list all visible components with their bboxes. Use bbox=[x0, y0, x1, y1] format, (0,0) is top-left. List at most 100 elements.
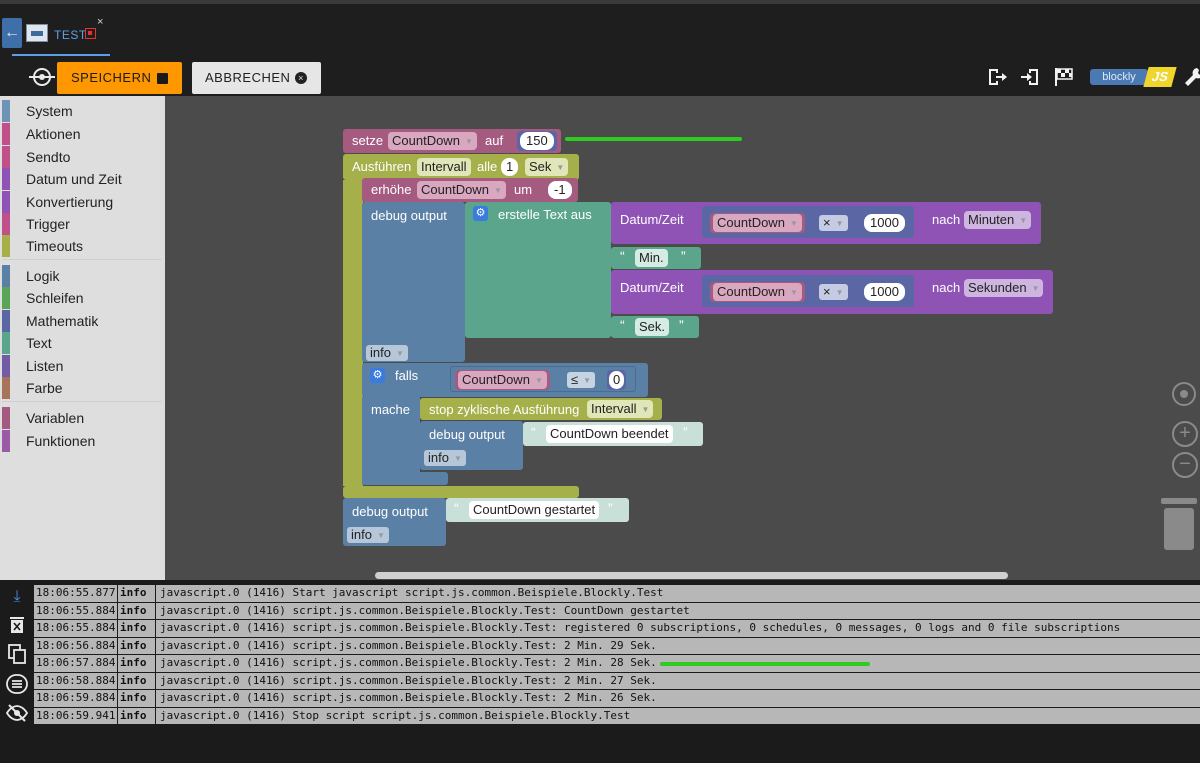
category-farbe[interactable]: Farbe bbox=[0, 377, 165, 399]
block-label: erstelle Text aus bbox=[498, 207, 592, 222]
quote-close-icon: ” bbox=[608, 500, 613, 516]
log-time: 18:06:57.884 bbox=[36, 656, 116, 669]
increment-block[interactable]: erhöhe CountDown▼ um -1 bbox=[362, 178, 578, 202]
log-level-dropdown[interactable]: info▼ bbox=[424, 450, 466, 466]
category-system[interactable]: System bbox=[0, 100, 165, 122]
debug-output-block[interactable]: debug output info▼ bbox=[343, 498, 446, 546]
text-block[interactable]: “ CountDown beendet ” bbox=[523, 422, 703, 446]
text-field[interactable]: CountDown gestartet bbox=[469, 501, 600, 519]
category-logik[interactable]: Logik bbox=[0, 265, 165, 287]
cancel-button-label: ABBRECHEN bbox=[205, 70, 291, 85]
compare-block[interactable]: CountDown▼ ≤▼ 0 bbox=[450, 366, 636, 392]
datetime-format-block[interactable]: Datum/Zeit CountDown▼ ×▼ 1000 nach Sekun… bbox=[611, 270, 1053, 314]
if-block-foot bbox=[362, 472, 448, 485]
datetime-format-block[interactable]: Datum/Zeit CountDown▼ ×▼ 1000 nach Minut… bbox=[611, 202, 1041, 244]
category-text[interactable]: Text bbox=[0, 332, 165, 354]
log-level: info bbox=[120, 638, 147, 652]
interval-name-field[interactable]: Intervall bbox=[417, 158, 471, 176]
locate-icon[interactable] bbox=[29, 68, 55, 86]
stop-script-icon[interactable] bbox=[85, 28, 96, 39]
operator-dropdown[interactable]: ×▼ bbox=[819, 284, 848, 300]
number-block[interactable]: 0 bbox=[607, 370, 627, 390]
number-block[interactable]: 150 bbox=[517, 131, 557, 151]
recenter-icon[interactable] bbox=[1172, 382, 1196, 406]
tab-script-label[interactable]: TEST bbox=[54, 28, 87, 42]
text-field[interactable]: Min. bbox=[635, 249, 668, 267]
operator-dropdown[interactable]: ×▼ bbox=[819, 215, 848, 231]
save-button[interactable]: SPEICHERN bbox=[57, 62, 182, 94]
interval-unit-dropdown[interactable]: Sek▼ bbox=[525, 158, 569, 176]
gear-icon[interactable]: ⚙ bbox=[370, 368, 385, 383]
copy-icon[interactable] bbox=[6, 644, 28, 666]
if-block[interactable]: ⚙ falls CountDown▼ ≤▼ 0 bbox=[362, 363, 648, 397]
category-mathematik[interactable]: Mathematik bbox=[0, 310, 165, 332]
variable-getter[interactable]: CountDown▼ bbox=[455, 370, 550, 390]
category-label: Datum und Zeit bbox=[26, 171, 122, 187]
stop-interval-block[interactable]: stop zyklische Ausführung Intervall▼ bbox=[420, 398, 662, 420]
import-icon[interactable] bbox=[1019, 66, 1041, 88]
number-field[interactable]: -1 bbox=[548, 181, 572, 199]
category-timeouts[interactable]: Timeouts bbox=[0, 235, 165, 257]
blockly-workspace[interactable]: setze CountDown▼ auf 150 Ausführen Inter… bbox=[165, 96, 1200, 580]
debug-output-block[interactable]: debug output info▼ bbox=[420, 421, 523, 470]
category-trigger[interactable]: Trigger bbox=[0, 213, 165, 235]
table-view-icon[interactable] bbox=[6, 674, 28, 696]
text-field[interactable]: CountDown beendet bbox=[546, 425, 673, 443]
cancel-button[interactable]: ABBRECHEN × bbox=[192, 62, 321, 94]
log-message: javascript.0 (1416) script.js.common.Bei… bbox=[160, 603, 690, 617]
log-level: info bbox=[120, 673, 147, 687]
checkered-flag-icon[interactable] bbox=[1052, 66, 1074, 88]
category-aktionen[interactable]: Aktionen bbox=[0, 123, 165, 145]
variable-getter[interactable]: CountDown▼ bbox=[710, 213, 805, 233]
create-text-block[interactable]: ⚙ erstelle Text aus bbox=[465, 202, 611, 338]
category-konvertierung[interactable]: Konvertierung bbox=[0, 191, 165, 213]
gear-icon[interactable]: ⚙ bbox=[473, 206, 488, 221]
number-field[interactable]: 150 bbox=[520, 132, 554, 150]
interval-block[interactable]: Ausführen Intervall alle 1 Sek▼ bbox=[343, 154, 579, 180]
log-level-dropdown[interactable]: info▼ bbox=[366, 345, 408, 361]
category-datum-und-zeit[interactable]: Datum und Zeit bbox=[0, 168, 165, 190]
variable-dropdown[interactable]: CountDown▼ bbox=[388, 132, 477, 150]
debug-output-block[interactable]: debug output info▼ bbox=[362, 202, 465, 362]
category-label: Logik bbox=[26, 268, 60, 284]
category-listen[interactable]: Listen bbox=[0, 355, 165, 377]
scroll-down-icon[interactable]: ⤓ bbox=[13, 588, 21, 605]
set-variable-block[interactable]: setze CountDown▼ auf 150 bbox=[343, 129, 561, 153]
back-arrow-icon[interactable]: ← bbox=[2, 18, 22, 48]
category-sendto[interactable]: Sendto bbox=[0, 146, 165, 168]
number-field[interactable]: 1000 bbox=[864, 214, 905, 232]
interval-number-field[interactable]: 1 bbox=[501, 158, 519, 176]
horizontal-scrollbar[interactable] bbox=[375, 572, 1008, 579]
block-label: auf bbox=[485, 133, 504, 148]
log-level: info bbox=[120, 691, 147, 704]
category-variablen[interactable]: Variablen bbox=[0, 407, 165, 429]
unit-dropdown[interactable]: Minuten▼ bbox=[964, 211, 1032, 229]
multiply-block[interactable]: CountDown▼ ×▼ 1000 bbox=[702, 275, 914, 307]
unit-dropdown[interactable]: Sekunden▼ bbox=[964, 279, 1044, 297]
multiply-block[interactable]: CountDown▼ ×▼ 1000 bbox=[702, 206, 914, 238]
text-block[interactable]: “ Sek. ” bbox=[611, 316, 699, 338]
wrench-icon[interactable] bbox=[1182, 66, 1200, 88]
tab-close-icon[interactable]: × bbox=[97, 16, 104, 28]
zoom-in-icon[interactable]: + bbox=[1172, 421, 1198, 447]
category-funktionen[interactable]: Funktionen bbox=[0, 430, 165, 452]
hide-icon[interactable] bbox=[5, 704, 29, 726]
category-schleifen[interactable]: Schleifen bbox=[0, 287, 165, 309]
quote-open-icon: “ bbox=[620, 317, 625, 333]
if-block-body: mache bbox=[362, 397, 420, 485]
compare-operator-dropdown[interactable]: ≤▼ bbox=[567, 372, 596, 388]
variable-dropdown[interactable]: CountDown▼ bbox=[417, 181, 506, 199]
text-block[interactable]: “ CountDown gestartet ” bbox=[446, 498, 629, 522]
zoom-out-icon[interactable]: − bbox=[1172, 452, 1198, 478]
interval-name-dropdown[interactable]: Intervall▼ bbox=[587, 400, 654, 418]
export-icon[interactable] bbox=[986, 66, 1008, 88]
log-level-dropdown[interactable]: info▼ bbox=[347, 527, 389, 543]
js-label: JS bbox=[1143, 67, 1177, 87]
number-field[interactable]: 1000 bbox=[864, 283, 905, 301]
trash-icon[interactable] bbox=[1161, 498, 1197, 550]
clear-log-icon[interactable] bbox=[6, 616, 28, 638]
variable-getter[interactable]: CountDown▼ bbox=[710, 282, 805, 302]
text-field[interactable]: Sek. bbox=[635, 318, 670, 336]
text-block[interactable]: “ Min. ” bbox=[611, 247, 701, 269]
